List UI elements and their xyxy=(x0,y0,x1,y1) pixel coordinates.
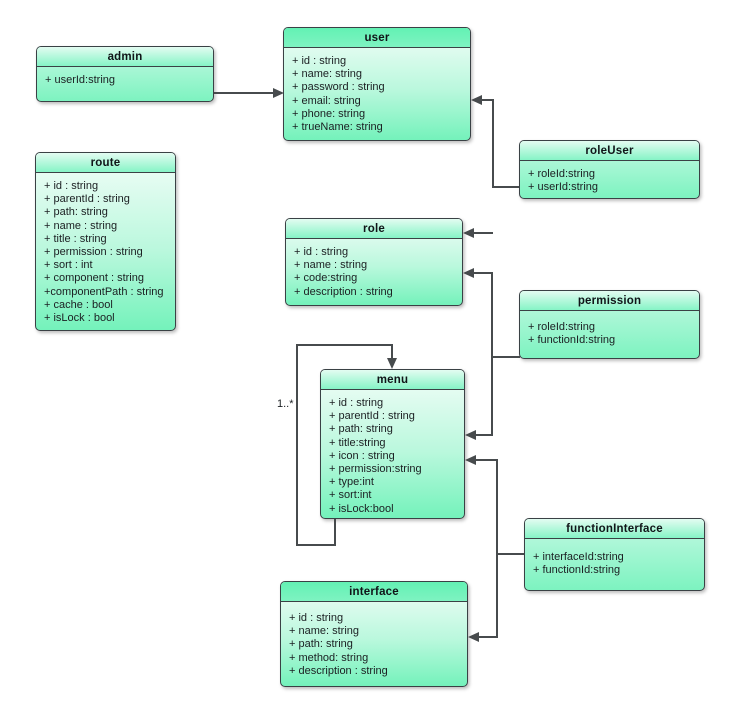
connector-functioninterface-stem xyxy=(496,553,525,555)
arrowhead-functioninterface-menu xyxy=(465,455,476,465)
class-permission-attributes: + roleId:string+ functionId:string xyxy=(520,311,699,354)
attribute-row: + userId:string xyxy=(45,74,116,86)
class-admin[interactable]: admin + userId:string xyxy=(36,46,214,102)
attribute-row: + id : string xyxy=(292,55,347,67)
connector-menu-loop-bottom xyxy=(296,544,336,546)
arrowhead-permission-role xyxy=(463,268,474,278)
class-role-attributes: + id : string+ name : string+ code:strin… xyxy=(286,239,462,305)
class-interface-attributes: + id : string+ name: string+ path: strin… xyxy=(281,602,467,685)
class-route[interactable]: route + id : string+ parentId : string+ … xyxy=(35,152,176,331)
attribute-row: + sort:int xyxy=(329,489,372,502)
attribute-row: + isLock:bool xyxy=(329,502,394,515)
attribute-row: + roleId:string xyxy=(528,321,595,333)
connector-functioninterface-interface xyxy=(477,636,497,638)
arrowhead-functioninterface-interface xyxy=(468,632,479,642)
connector-roleuser-stem xyxy=(492,186,520,188)
attribute-row: + name : string xyxy=(44,219,118,232)
attribute-row: + method: string xyxy=(289,651,369,664)
attribute-row: + roleId:string xyxy=(528,168,595,180)
arrowhead-menu-self xyxy=(387,358,397,369)
class-functioninterface-title: functionInterface xyxy=(525,519,704,539)
class-menu[interactable]: menu + id : string+ parentId : string+ p… xyxy=(320,369,465,519)
attribute-row: + password : string xyxy=(292,81,385,94)
attribute-row: + icon : string xyxy=(329,449,395,462)
attribute-row: + path: string xyxy=(329,423,393,436)
attribute-row: + email: string xyxy=(292,94,361,107)
connector-functioninterface-vertical xyxy=(496,459,498,638)
class-menu-title: menu xyxy=(321,370,464,390)
attribute-row: + id : string xyxy=(289,612,344,624)
attribute-row: + id : string xyxy=(329,397,384,409)
connector-permission-vertical xyxy=(491,272,493,436)
connector-permission-stem xyxy=(491,356,520,358)
class-role[interactable]: role + id : string+ name : string+ code:… xyxy=(285,218,463,306)
attribute-row: + interfaceId:string xyxy=(533,551,624,563)
class-user-title: user xyxy=(284,28,470,48)
class-roleuser[interactable]: roleUser + roleId:string+ userId:string xyxy=(519,140,700,199)
class-role-title: role xyxy=(286,219,462,239)
connector-admin-user xyxy=(214,92,276,94)
arrowhead-roleuser-user xyxy=(471,95,482,105)
attribute-row: + id : string xyxy=(44,180,99,192)
class-roleuser-attributes: + roleId:string+ userId:string xyxy=(520,161,699,198)
attribute-row: + parentId : string xyxy=(329,410,415,423)
attribute-row: + functionId:string xyxy=(533,564,621,577)
attribute-row: +componentPath : string xyxy=(44,285,164,298)
arrowhead-permission-menu xyxy=(465,430,476,440)
arrowhead-admin-user xyxy=(273,88,284,98)
attribute-row: + trueName: string xyxy=(292,121,383,134)
arrowhead-roleuser-role xyxy=(463,228,474,238)
connector-roleuser-vertical xyxy=(492,99,494,188)
connector-menu-loop-right xyxy=(391,344,393,360)
attribute-row: + path: string xyxy=(289,638,353,651)
class-admin-title: admin xyxy=(37,47,213,67)
attribute-row: + title:string xyxy=(329,436,386,449)
attribute-row: + description : string xyxy=(294,285,393,298)
attribute-row: + userId:string xyxy=(528,181,599,194)
attribute-row: + name: string xyxy=(289,625,360,638)
connector-roleuser-role xyxy=(472,232,493,234)
class-roleuser-title: roleUser xyxy=(520,141,699,161)
class-admin-attributes: + userId:string xyxy=(37,67,213,94)
class-interface-title: interface xyxy=(281,582,467,602)
connector-functioninterface-menu xyxy=(474,459,497,461)
attribute-row: + phone: string xyxy=(292,107,366,120)
connector-menu-loop-left xyxy=(296,344,298,546)
connector-roleuser-user xyxy=(480,99,493,101)
attribute-row: + path: string xyxy=(44,206,108,219)
attribute-row: + isLock : bool xyxy=(44,312,115,325)
class-user[interactable]: user + id : string+ name: string+ passwo… xyxy=(283,27,471,141)
class-permission-title: permission xyxy=(520,291,699,311)
attribute-row: + code:string xyxy=(294,272,358,285)
attribute-row: + permission:string xyxy=(329,463,422,476)
class-route-title: route xyxy=(36,153,175,173)
attribute-row: + cache : bool xyxy=(44,298,113,311)
class-functioninterface-attributes: + interfaceId:string+ functionId:string xyxy=(525,539,704,584)
connector-permission-menu xyxy=(474,434,492,436)
attribute-row: + functionId:string xyxy=(528,334,616,347)
class-functioninterface[interactable]: functionInterface + interfaceId:string+ … xyxy=(524,518,705,591)
attribute-row: + name : string xyxy=(294,259,368,272)
attribute-row: + sort : int xyxy=(44,259,93,272)
multiplicity-label: 1..* xyxy=(276,398,295,410)
class-route-attributes: + id : string+ parentId : string+ path: … xyxy=(36,173,175,330)
connector-menu-loop-down xyxy=(334,518,336,546)
attribute-row: + id : string xyxy=(294,246,349,258)
class-permission[interactable]: permission + roleId:string+ functionId:s… xyxy=(519,290,700,359)
attribute-row: + title : string xyxy=(44,232,107,245)
connector-menu-loop-top xyxy=(296,344,393,346)
class-menu-attributes: + id : string+ parentId : string+ path: … xyxy=(321,390,464,518)
attribute-row: + parentId : string xyxy=(44,193,130,206)
attribute-row: + type:int xyxy=(329,476,374,489)
class-interface[interactable]: interface + id : string+ name: string+ p… xyxy=(280,581,468,687)
attribute-row: + description : string xyxy=(289,664,388,677)
attribute-row: + permission : string xyxy=(44,246,143,259)
class-user-attributes: + id : string+ name: string+ password : … xyxy=(284,48,470,140)
attribute-row: + component : string xyxy=(44,272,144,285)
connector-permission-role xyxy=(472,272,492,274)
attribute-row: + name: string xyxy=(292,68,363,81)
